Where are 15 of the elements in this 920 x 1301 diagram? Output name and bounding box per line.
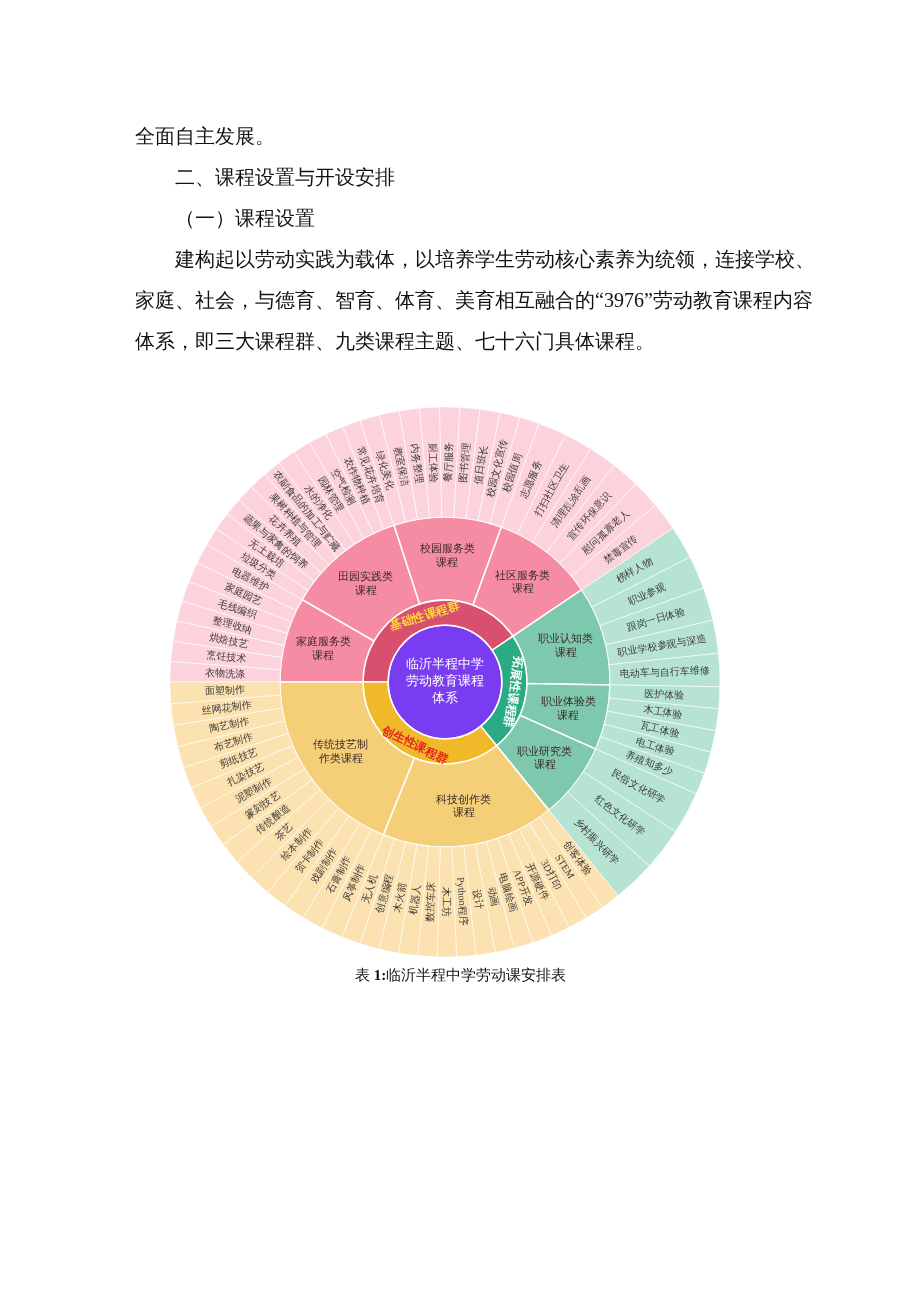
category-label: 校园服务类课程 <box>418 542 477 570</box>
category-label: 科技创作类课程 <box>434 792 493 821</box>
group-label: 创生性课程群 <box>380 723 451 766</box>
section-heading: 二、课程设置与开设安排 <box>174 165 395 190</box>
category-label: 传统技艺制作类课程 <box>311 738 370 767</box>
subsection-heading: （一）课程设置 <box>174 206 315 231</box>
course-name: 职业学校参观与深造 <box>609 632 715 660</box>
category-label: 职业认知类课程 <box>536 632 595 660</box>
group-label: 基础性课程群 <box>388 599 461 632</box>
category-label: 社区服务类课程 <box>493 568 552 597</box>
figure-caption: 表 1:临沂半程中学劳动课安排表 <box>355 966 567 985</box>
category-label: 职业研究类课程 <box>515 744 574 773</box>
category-label: 田园实践类课程 <box>336 570 395 598</box>
paragraph: 全面自主发展。 <box>135 124 275 149</box>
paragraph: 建构起以劳动实践为载体，以培养学生劳动核心素养为统领，连接学校、家庭、社会，与德育、智育、体育、美育相互融合的“3976”劳动教育课程内容体系，即三大课程群、九类课程主题、七十六门具体课程。 <box>135 247 815 354</box>
